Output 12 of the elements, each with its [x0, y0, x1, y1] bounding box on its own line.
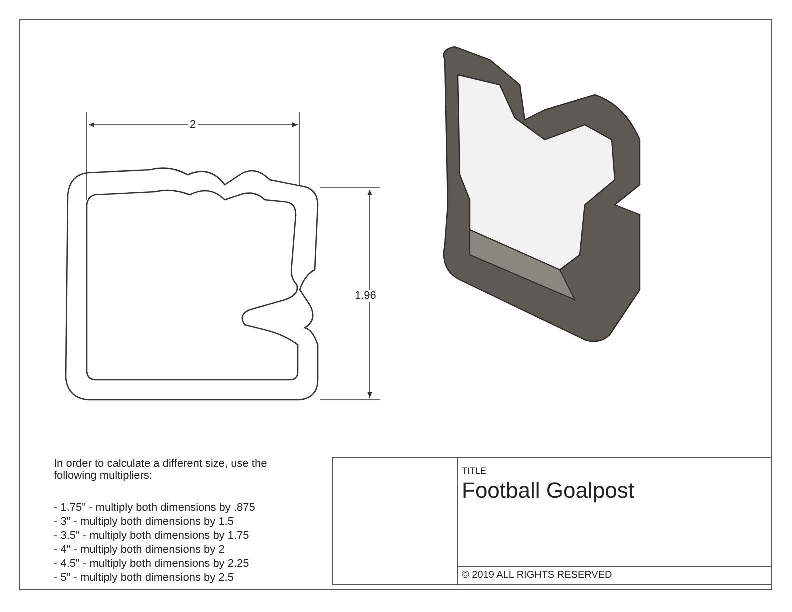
drawing-title: Football Goalpost — [462, 478, 634, 504]
multiplier-line: - 4" - multiply both dimensions by 2 — [54, 544, 225, 556]
copyright-text: © 2019 ALL RIGHTS RESERVED — [462, 570, 612, 581]
multiplier-line: - 5" - multiply both dimensions by 2.5 — [54, 572, 234, 584]
dimension-value: 2 — [188, 119, 198, 131]
multiplier-line: - 1.75" - multiply both dimensions by .875 — [54, 502, 256, 514]
multiplier-line: - 4.5" - multiply both dimensions by 2.25 — [54, 558, 250, 570]
multiplier-line: - 3.5" - multiply both dimensions by 1.75 — [54, 530, 250, 542]
multiplier-line: - 3" - multiply both dimensions by 1.5 — [54, 516, 234, 528]
instruction-text: In order to calculate a different size, use the following multipliers: — [54, 458, 268, 482]
dimension-value: 1.96 — [353, 290, 378, 302]
title-heading: TITLE — [462, 466, 487, 476]
